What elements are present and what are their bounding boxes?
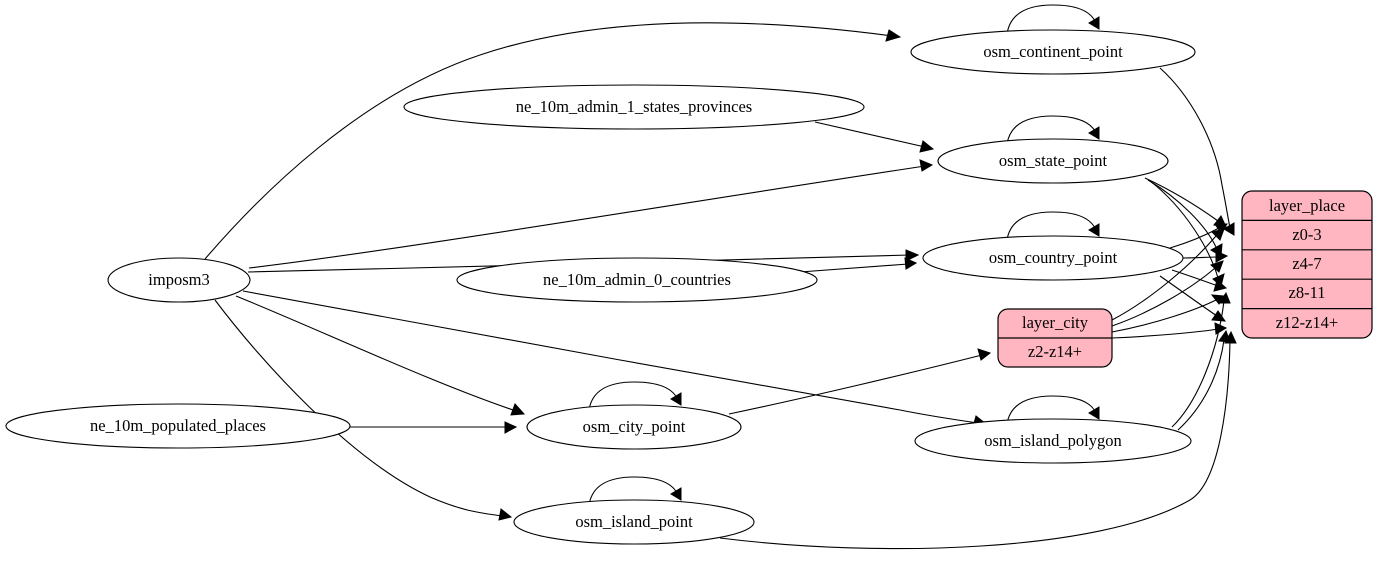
node-osm_country_point[interactable]: osm_country_point bbox=[922, 235, 1184, 281]
node-label-imposm3: imposm3 bbox=[148, 270, 209, 289]
edge-osm_continent_point-to-layer_place bbox=[1159, 67, 1235, 236]
edge-layer_city-to-layer_place-z4-7 bbox=[1111, 260, 1224, 327]
edge-imposm3-to-osm_continent_point bbox=[204, 22, 902, 260]
edge-self-loop-osm_state_point bbox=[1006, 115, 1100, 145]
edge-self-loop-osm_country_point bbox=[1006, 211, 1100, 241]
node-ne_10m_populated_places[interactable]: ne_10m_populated_places bbox=[5, 403, 351, 449]
edge-layer_city-to-layer_place-z0-3 bbox=[1111, 228, 1225, 321]
node-ne_10m_admin_1_states_provinces[interactable]: ne_10m_admin_1_states_provinces bbox=[403, 84, 865, 130]
record-row-layer_place-z4-7[interactable]: z4-7 bbox=[1292, 254, 1321, 273]
record-row-layer_place-z12-z14plus[interactable]: z12-z14+ bbox=[1276, 313, 1338, 332]
edge-self-loop-osm_continent_point bbox=[1006, 4, 1100, 35]
edge-layer_city-to-layer_place-z12 bbox=[1111, 322, 1228, 339]
record-row-layer_city-title: layer_city bbox=[1022, 313, 1089, 332]
edge-imposm3-to-osm_state_point bbox=[248, 159, 934, 269]
node-osm_state_point[interactable]: osm_state_point bbox=[937, 138, 1169, 184]
node-label-osm_island_point: osm_island_point bbox=[575, 512, 693, 531]
record-node-layer_city[interactable]: layer_city z2-z14+ bbox=[997, 308, 1113, 368]
edge-ne_10m_populated_places-to-osm_city_point bbox=[350, 421, 518, 434]
node-label-ne_10m_admin_1_states_provinces: ne_10m_admin_1_states_provinces bbox=[516, 97, 752, 116]
edge-ne_10m_admin_1_states_provinces-to-osm_state_point bbox=[814, 121, 935, 153]
edge-osm_island_point-to-layer_place bbox=[719, 330, 1237, 550]
edge-self-loop-osm_island_point bbox=[588, 476, 682, 506]
node-ne_10m_admin_0_countries[interactable]: ne_10m_admin_0_countries bbox=[456, 257, 818, 303]
record-row-layer_city-z2-z14plus[interactable]: z2-z14+ bbox=[1028, 342, 1082, 361]
node-label-osm_state_point: osm_state_point bbox=[999, 151, 1108, 170]
edge-ne_10m_admin_0_countries-to-osm_country_point bbox=[799, 257, 918, 273]
node-osm_island_polygon[interactable]: osm_island_polygon bbox=[914, 418, 1192, 464]
edge-osm_island_polygon-to-layer_place-z12 bbox=[1177, 329, 1231, 431]
record-row-layer_place-title: layer_place bbox=[1269, 196, 1345, 215]
edge-imposm3-to-osm_city_point bbox=[235, 295, 526, 416]
edge-osm_state_point-to-layer_place-z4-7 bbox=[1147, 179, 1223, 257]
edge-layer bbox=[204, 4, 1237, 550]
node-osm_city_point[interactable]: osm_city_point bbox=[526, 404, 742, 450]
record-row-layer_place-z0-3[interactable]: z0-3 bbox=[1292, 225, 1321, 244]
edge-self-loop-osm_city_point bbox=[588, 381, 682, 411]
node-label-ne_10m_admin_0_countries: ne_10m_admin_0_countries bbox=[543, 270, 731, 289]
node-osm_island_point[interactable]: osm_island_point bbox=[513, 499, 755, 545]
edge-osm_island_polygon-to-layer_place-z8-11 bbox=[1171, 291, 1231, 428]
edge-osm_country_point-to-layer_place-z8-11 bbox=[1171, 269, 1228, 292]
record-node-layer: layer_place z0-3 z4-7 z8-11 z12-z14+ lay… bbox=[997, 190, 1373, 368]
edge-imposm3-to-osm_island_point bbox=[214, 299, 513, 521]
node-label-osm_continent_point: osm_continent_point bbox=[983, 42, 1123, 61]
edge-osm_city_point-to-layer_city bbox=[728, 348, 992, 415]
node-label-osm_city_point: osm_city_point bbox=[583, 417, 686, 436]
edge-osm_country_point-to-layer_place-z4-7 bbox=[1182, 250, 1229, 263]
node-imposm3[interactable]: imposm3 bbox=[107, 257, 251, 303]
record-row-layer_place-z8-11[interactable]: z8-11 bbox=[1289, 283, 1326, 302]
edge-self-loop-osm_island_polygon bbox=[1006, 395, 1100, 425]
node-label-ne_10m_populated_places: ne_10m_populated_places bbox=[90, 416, 266, 435]
node-label-osm_country_point: osm_country_point bbox=[989, 248, 1118, 267]
node-label-osm_island_polygon: osm_island_polygon bbox=[984, 431, 1122, 450]
node-layer: imposm3 ne_10m_admin_1_states_provinces … bbox=[5, 29, 1196, 545]
node-osm_continent_point[interactable]: osm_continent_point bbox=[910, 29, 1196, 75]
record-node-layer_place[interactable]: layer_place z0-3 z4-7 z8-11 z12-z14+ bbox=[1241, 190, 1373, 339]
